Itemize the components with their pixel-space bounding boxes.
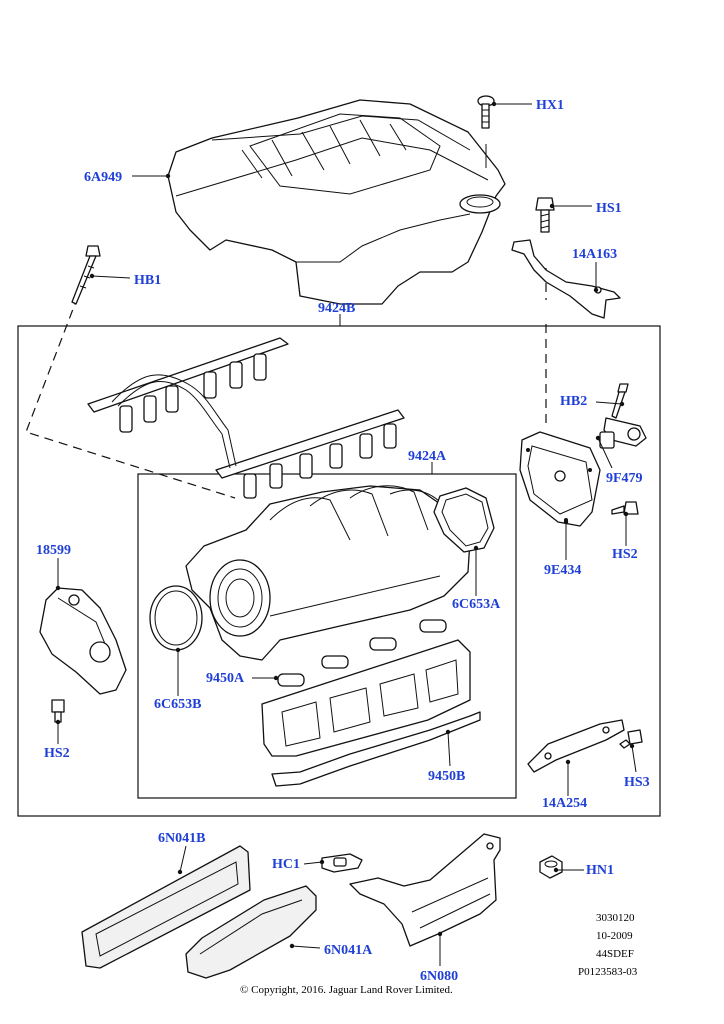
lower-manifold: [261, 639, 471, 757]
callout-14a254: 14A254: [542, 796, 587, 811]
clip-hc1: [321, 853, 363, 873]
callout-6c653b: 6C653B: [154, 697, 201, 712]
callout-hs1: HS1: [596, 201, 622, 216]
fuel-rail-9424b: [87, 337, 405, 499]
sensor-9f479: [599, 417, 647, 449]
callout-hx1: HX1: [536, 98, 564, 113]
bolt-hb1: [71, 245, 101, 305]
meta-line-4: P0123583-03: [578, 966, 638, 978]
callout-6a949: 6A949: [84, 170, 122, 185]
callout-9424b: 9424B: [318, 301, 355, 316]
outer-assembly-frame: [17, 325, 661, 817]
callout-hn1: HN1: [586, 863, 614, 878]
inner-manifold-frame: [137, 473, 517, 799]
gasket-rings-9450a: [277, 619, 447, 687]
meta-line-3: 44SDEF: [596, 948, 634, 960]
bolt-hb2: [611, 383, 629, 419]
engine-cover: [167, 99, 506, 305]
throttle-body-18599: [39, 587, 127, 695]
callout-hs3: HS3: [624, 775, 650, 790]
callout-18599: 18599: [36, 543, 71, 558]
nut-hn1: [539, 855, 563, 879]
callout-6n041a: 6N041A: [324, 943, 373, 958]
callout-hc1: HC1: [272, 857, 300, 872]
gasket-6c653a: [433, 487, 495, 553]
leader-lines: [57, 103, 637, 966]
copyright-notice: © Copyright, 2016. Jaguar Land Rover Lim…: [240, 984, 453, 996]
bracket-14a254: [527, 719, 625, 773]
callout-6n041b: 6N041B: [158, 831, 205, 846]
callout-9f479: 9F479: [606, 471, 643, 486]
leader-dots: [55, 101, 635, 949]
callout-9450a: 9450A: [206, 671, 245, 686]
intake-manifold-9424a: [185, 485, 471, 661]
callout-6c653a: 6C653A: [452, 597, 501, 612]
bolt-hx1: [477, 95, 495, 129]
bolt-hs2-left: [51, 699, 65, 723]
plate-9e434: [519, 431, 601, 527]
bolt-hs3: [619, 729, 643, 749]
callout-hs2-right: HS2: [612, 547, 638, 562]
bolt-hs2-right: [611, 501, 639, 515]
meta-line-2: 10-2009: [596, 930, 633, 942]
gasket-6c653b: [149, 585, 203, 651]
gasket-9450b: [271, 711, 481, 787]
callout-hb2: HB2: [560, 394, 587, 409]
acoustic-pad-6n041b: [81, 845, 251, 969]
callout-9424a: 9424A: [408, 449, 447, 464]
dashed-line-left: [25, 295, 236, 499]
acoustic-pad-6n041a: [185, 885, 317, 979]
callout-6n080: 6N080: [420, 969, 458, 984]
meta-line-1: 3030120: [596, 912, 635, 924]
callout-9e434: 9E434: [544, 563, 581, 578]
callout-9450b: 9450B: [428, 769, 465, 784]
callout-hb1: HB1: [134, 273, 161, 288]
callout-14a163: 14A163: [572, 247, 617, 262]
callout-hs2-left: HS2: [44, 746, 70, 761]
bolt-hs1: [535, 197, 555, 233]
heat-shield-6n080: [349, 833, 501, 947]
